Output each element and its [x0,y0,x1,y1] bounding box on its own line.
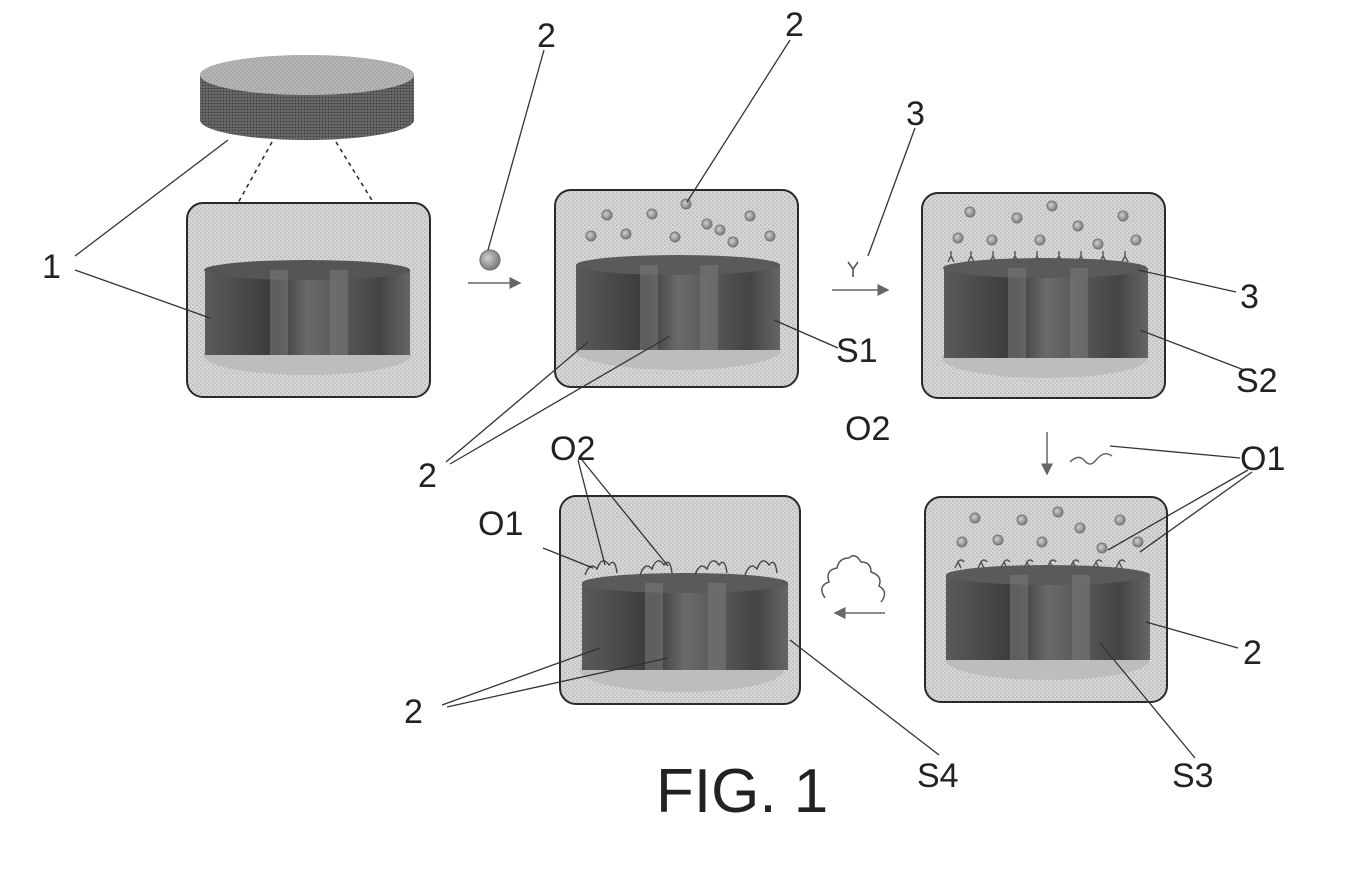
label-oligo-1-panel-4: O1 [478,505,523,543]
label-oligo-1-reagent: O1 [1240,440,1285,478]
support-disc [200,55,414,140]
label-particle-panel-4: 2 [404,693,423,731]
label-support: 1 [42,248,61,286]
label-oligo-2-panel-4: O2 [550,430,595,468]
particle-reagent-icon [480,250,500,270]
panel-step-1 [555,190,798,387]
label-particle-top: 2 [537,17,556,55]
label-step-3: S3 [1172,757,1214,795]
label-particle-panel-2-bottom: 2 [418,457,437,495]
linker-reagent-icon [848,262,858,277]
label-step-1: S1 [836,332,878,370]
panel-step-3 [925,497,1167,702]
label-oligo-2-reagent: O2 [845,410,890,448]
panel-step-2 [922,193,1165,398]
panel-step-4 [560,496,800,704]
label-step-2: S2 [1236,362,1278,400]
label-step-4: S4 [917,757,959,795]
label-linker-top: 3 [906,95,925,133]
label-particle-panel-2: 2 [785,6,804,44]
panel-initial [187,203,430,397]
label-particle-panel-5: 2 [1243,634,1262,672]
oligo-2-reagent-icon [822,556,885,602]
figure-caption: FIG. 1 [656,757,828,826]
label-linker-panel-3: 3 [1240,278,1259,316]
oligo-1-reagent-icon [1070,454,1112,464]
